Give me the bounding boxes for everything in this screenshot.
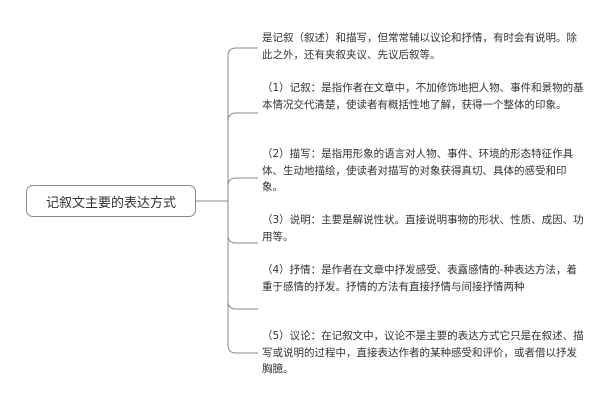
branch-text: （1）记叙：是指作者在文章中，不加修饰地把人物、事件和景物的基本情况交代清楚，使… xyxy=(262,82,584,111)
root-node[interactable]: 记叙文主要的表达方式 xyxy=(26,185,196,217)
connector-5 xyxy=(227,201,258,310)
branch-overview: 是记叙（叙述）和描写，但常常辅以议论和抒情，有时会有说明。除此之外，还有夹叙夹议… xyxy=(262,30,587,63)
branch-exposition: （3）说明：主要是解说性状。直接说明事物的形状、性质、成因、功用等。 xyxy=(262,212,587,245)
branch-narration: （1）记叙：是指作者在文章中，不加修饰地把人物、事件和景物的基本情况交代清楚，使… xyxy=(262,80,587,113)
branch-text: （5）议论：在记叙文中，议论不是主要的表达方式它只是在叙述、描写或说明的过程中，… xyxy=(262,330,584,375)
branch-text: （3）说明：主要是解说性状。直接说明事物的形状、性质、成因、功用等。 xyxy=(262,214,584,243)
branch-argument: （5）议论：在记叙文中，议论不是主要的表达方式它只是在叙述、描写或说明的过程中，… xyxy=(262,328,587,378)
branch-text: 是记叙（叙述）和描写，但常常辅以议论和抒情，有时会有说明。除此之外，还有夹叙夹议… xyxy=(262,32,577,61)
branch-description: （2）描写：是指用形象的语言对人物、事件、环境的形态特征作具体、生动地描绘，使读… xyxy=(262,146,587,196)
root-label: 记叙文主要的表达方式 xyxy=(45,195,176,211)
connector-1 xyxy=(227,47,258,201)
connector-4 xyxy=(227,201,258,244)
branch-text: （2）描写：是指用形象的语言对人物、事件、环境的形态特征作具体、生动地描绘，使读… xyxy=(262,148,574,193)
connector-2 xyxy=(227,112,258,201)
branch-text: （4）抒情：是作者在文章中抒发感受、表露感情的-种表达方法，着重于感情的抒发。抒… xyxy=(262,264,577,293)
connector-3 xyxy=(227,177,258,201)
connector-6 xyxy=(227,201,258,354)
branch-lyricism: （4）抒情：是作者在文章中抒发感受、表露感情的-种表达方法，着重于感情的抒发。抒… xyxy=(262,262,587,295)
